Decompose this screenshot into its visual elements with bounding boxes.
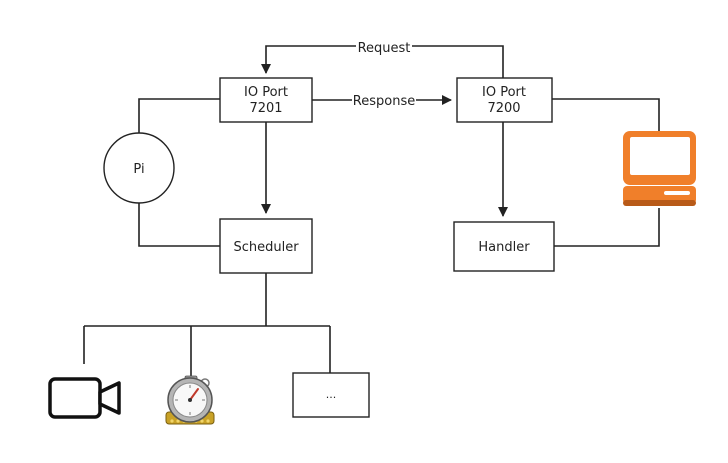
edge-response-label-bg <box>352 92 416 108</box>
node-handler-label: Handler <box>478 240 530 255</box>
node-io-port-7200-line2: 7200 <box>487 101 520 116</box>
node-io-port-7201[interactable]: IO Port 7201 <box>219 77 313 123</box>
node-io-port-7200[interactable]: IO Port 7200 <box>456 77 553 123</box>
node-handler[interactable]: Handler <box>453 221 555 272</box>
node-pi-label: Pi <box>133 162 144 177</box>
edge-pi-port7201 <box>138 98 220 133</box>
edge-pi-scheduler <box>138 203 220 247</box>
node-scheduler-label: Scheduler <box>233 240 299 255</box>
edge-handler-computer <box>554 208 660 247</box>
stopwatch-icon <box>165 375 215 425</box>
edge-request-label-bg <box>356 39 412 55</box>
node-pi[interactable]: Pi <box>103 132 175 204</box>
computer-icon <box>623 131 696 206</box>
node-io-port-7201-line1: IO Port <box>244 85 288 100</box>
video-camera-icon <box>48 377 121 419</box>
node-io-port-7201-line2: 7201 <box>249 101 282 116</box>
node-more[interactable]: ... <box>292 372 370 418</box>
edge-port7200-computer <box>552 98 660 131</box>
node-io-port-7200-line1: IO Port <box>482 85 526 100</box>
node-more-label: ... <box>326 388 337 401</box>
edge-request-label: Request <box>358 41 411 56</box>
node-scheduler[interactable]: Scheduler <box>219 218 313 274</box>
edge-response-label: Response <box>353 94 415 109</box>
